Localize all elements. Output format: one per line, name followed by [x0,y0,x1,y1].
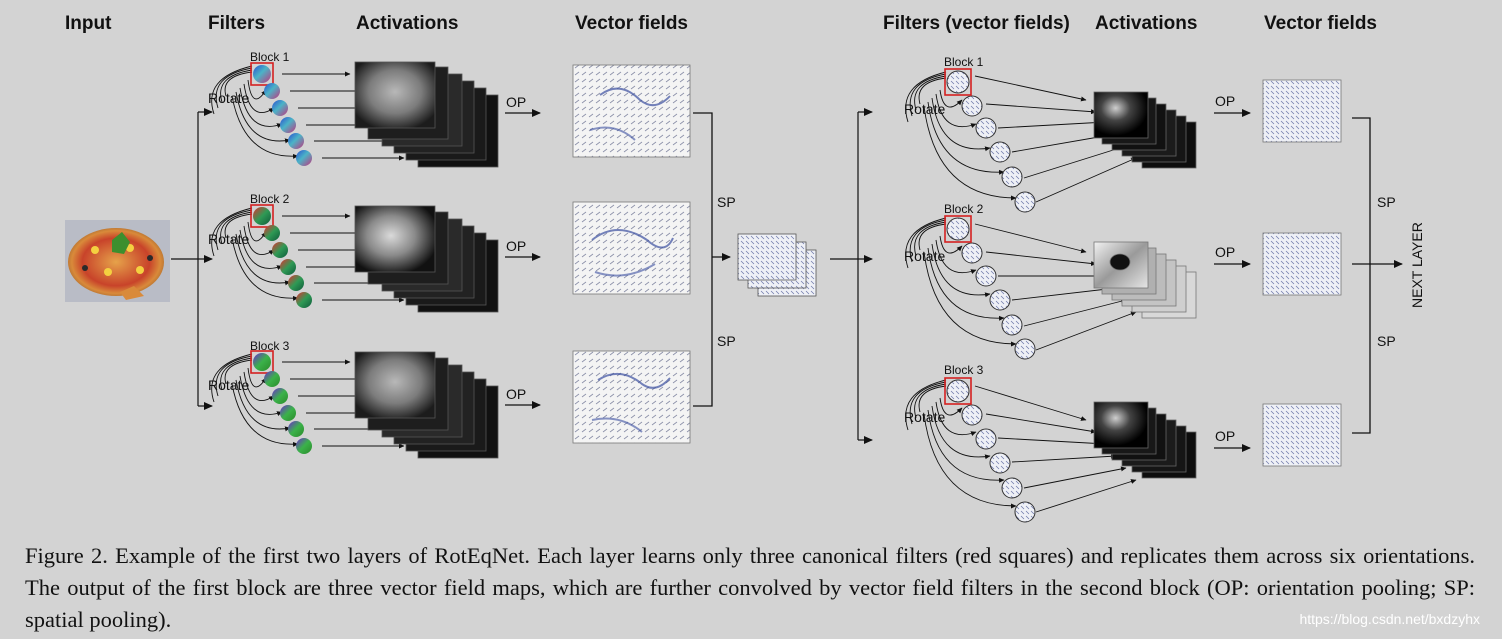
canonical-filter-box [944,68,972,96]
sp-label: SP [1377,333,1396,349]
pooled-vector-field-stack [737,233,817,297]
activation-stack [1093,241,1197,319]
rotate-label: Rotate [208,231,249,247]
layer2-block3: Block 3 Rotate [904,363,1197,523]
input-branch-arrows [171,108,213,410]
block-label: Block 2 [250,192,290,206]
canonical-filter [253,65,271,83]
op-arrows-layer2 [1214,109,1251,452]
sp-bracket-layer2 [1352,117,1403,434]
canonical-filter [253,353,271,371]
layer2-block2: Block 2 Rotate [904,202,1197,360]
op-label: OP [506,94,526,110]
header-filters: Filters [208,13,265,34]
layer1-block3: Block 3 Rotate [208,339,499,459]
activation-stack [1093,91,1197,169]
header-filters-vector-fields: Filters (vector fields) [883,13,1070,34]
vector-field-maps-layer2 [1262,79,1342,467]
op-label: OP [1215,428,1235,444]
sp-label: SP [717,194,736,210]
block-label: Block 1 [250,50,290,64]
layer2-block1: Block 1 Rotate [904,55,1197,213]
canonical-filter-box [944,215,972,243]
op-label: OP [506,238,526,254]
block-label: Block 1 [944,55,984,69]
layer1-block1: Block 1 Rotate [208,50,499,168]
block-label: Block 3 [944,363,984,377]
canonical-filter-box [944,377,972,405]
block-label: Block 3 [250,339,290,353]
rotate-label: Rotate [208,377,249,393]
vector-field-maps-layer1 [572,64,691,444]
header-input: Input [65,13,112,34]
rotqenet-diagram: Input Filters Activations Vector fields … [65,13,1425,523]
canonical-filter-box [250,350,274,374]
header-vector-fields: Vector fields [575,13,688,34]
header-activations-2: Activations [1095,13,1197,34]
sp-bracket-layer1 [693,112,731,407]
figure-caption: Figure 2. Example of the first two layer… [25,543,1475,632]
watermark: https://blog.csdn.net/bxdzyhx [1299,611,1480,627]
activation-stack [354,351,499,459]
activation-stack [1093,401,1197,479]
canonical-filter-box [250,62,274,86]
op-arrows-layer1 [505,109,541,409]
header-vector-fields-2: Vector fields [1264,13,1377,34]
block-label: Block 2 [944,202,984,216]
input-image [65,220,170,302]
next-layer-label: NEXT LAYER [1409,222,1425,308]
activation-stack [354,205,499,313]
header-activations: Activations [356,13,458,34]
op-label: OP [506,386,526,402]
rotate-label: Rotate [208,90,249,106]
sp-label: SP [1377,194,1396,210]
canonical-filter-box [250,204,274,228]
op-label: OP [1215,244,1235,260]
layer2-branch-arrows [830,108,873,444]
sp-label: SP [717,333,736,349]
canonical-filter [253,207,271,225]
activation-stack [354,61,499,168]
layer1-block2: Block 2 Rotate [208,192,499,313]
op-label: OP [1215,93,1235,109]
